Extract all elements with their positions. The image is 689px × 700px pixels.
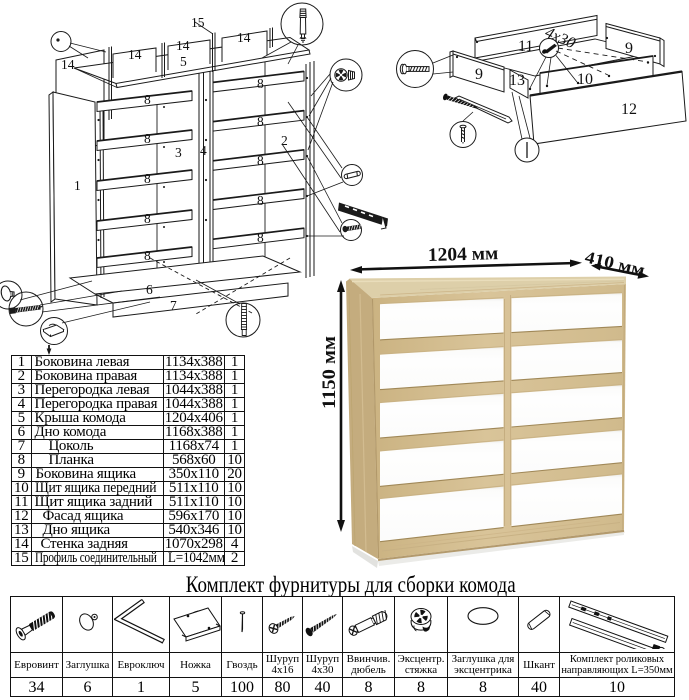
svg-text:8: 8 [144,92,151,107]
svg-text:8: 8 [257,76,264,91]
svg-text:14: 14 [128,47,142,62]
svg-text:410 мм: 410 мм [583,247,647,279]
svg-text:10: 10 [577,71,593,88]
svg-text:14: 14 [176,38,190,53]
svg-text:1150 мм: 1150 мм [320,336,340,409]
svg-text:2: 2 [281,133,288,148]
svg-text:8: 8 [144,211,151,226]
svg-text:3: 3 [175,145,182,160]
svg-text:7: 7 [170,298,177,313]
svg-text:6: 6 [146,282,153,297]
svg-text:8: 8 [144,248,151,263]
svg-text:15: 15 [191,15,205,30]
svg-text:8: 8 [257,193,264,208]
svg-text:11: 11 [518,38,533,55]
svg-text:12: 12 [621,101,637,118]
svg-text:4: 4 [200,143,207,158]
svg-text:14: 14 [237,30,251,45]
svg-text:8: 8 [257,230,264,245]
svg-text:8: 8 [144,131,151,146]
svg-text:13: 13 [509,72,525,89]
svg-text:8: 8 [257,153,264,168]
svg-text:1: 1 [74,178,81,193]
svg-text:9: 9 [475,66,483,83]
svg-text:14: 14 [61,57,75,72]
svg-text:8: 8 [257,114,264,129]
svg-text:8: 8 [144,171,151,186]
svg-text:5: 5 [180,54,187,69]
svg-text:1204 мм: 1204 мм [428,243,499,266]
svg-text:9: 9 [625,40,633,57]
